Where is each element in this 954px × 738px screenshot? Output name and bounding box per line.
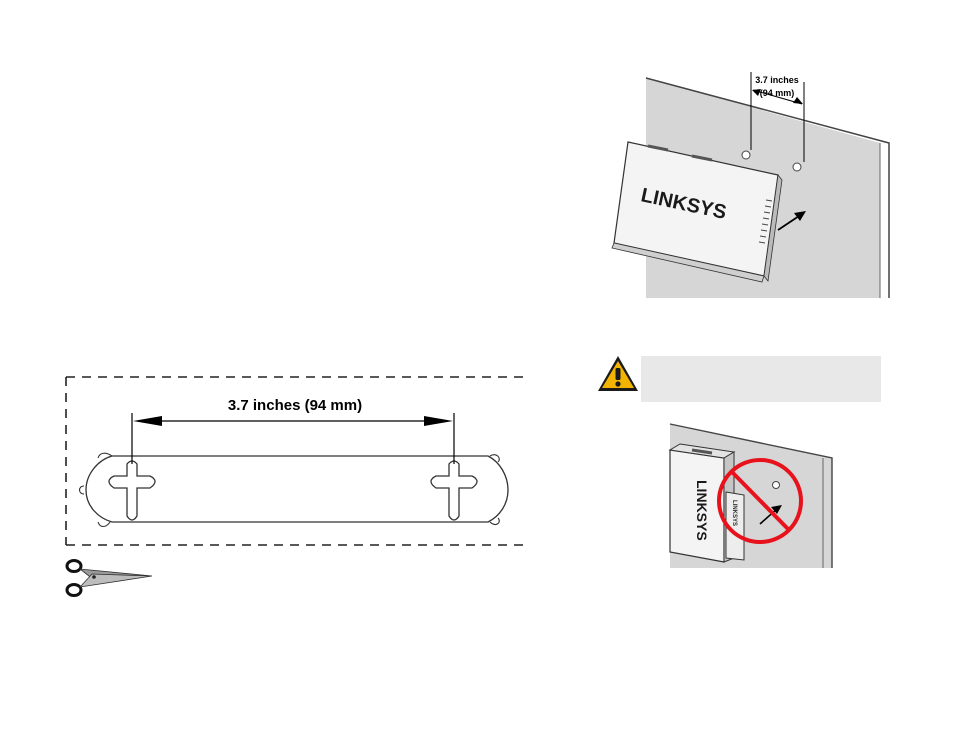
device-brand-bottom: LINKSYS: [694, 480, 710, 541]
scissors-icon: [65, 559, 153, 597]
caution-icon: [598, 356, 638, 391]
router-device-bottom: LINKSYS: [668, 443, 736, 563]
template-outline: [85, 455, 509, 523]
device-side-brand: LINKSYS: [731, 500, 737, 526]
keyhole-slot-right: [430, 460, 478, 521]
dimension-line: [131, 413, 455, 464]
dimension-arrow-left: [133, 416, 162, 426]
top-dimension-line1: 3.7 inches: [755, 75, 799, 85]
template-tabs: [78, 452, 500, 528]
cut-border: [65, 376, 526, 546]
screw-right: [792, 162, 802, 172]
router-device-top: LINKSYS: [611, 141, 783, 283]
prohibited-icon: [717, 458, 803, 544]
figure-correct-mount: 3.7 inches (94 mm): [611, 72, 890, 298]
router-device-side: LINKSYS: [725, 491, 745, 561]
screw-left: [741, 150, 751, 160]
caution-note: [641, 356, 881, 402]
figure-incorrect-mount: LINKSYS LINKSYS: [668, 423, 833, 568]
top-dimension-line2: (94 mm): [760, 88, 795, 98]
dimension-arrow-right: [424, 416, 453, 426]
keyhole-slot-left: [108, 460, 156, 521]
dimension-label: 3.7 inches (94 mm): [228, 397, 362, 414]
